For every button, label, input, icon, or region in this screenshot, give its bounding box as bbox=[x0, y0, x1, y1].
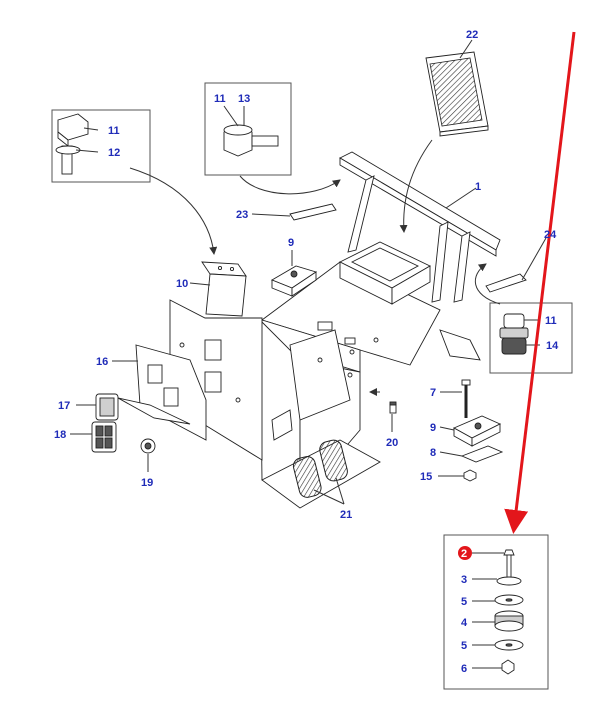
leader-lines bbox=[70, 39, 547, 669]
callout-9-top: 9 bbox=[288, 237, 294, 249]
callout-11-a: 11 bbox=[108, 125, 120, 137]
callout-numbers: 1 2 3 5 4 5 6 7 8 9 9 10 11 11 11 12 13 … bbox=[54, 29, 559, 675]
callout-19: 19 bbox=[141, 477, 153, 489]
insert-arrow bbox=[399, 139, 433, 233]
connector-arrow-24 bbox=[474, 263, 501, 305]
callout-22: 22 bbox=[466, 29, 478, 41]
rear-mount-group bbox=[452, 379, 504, 482]
callout-1: 1 bbox=[475, 181, 481, 193]
pin-20-part bbox=[389, 401, 397, 414]
callout-2: 2 bbox=[461, 548, 467, 560]
callout-10: 10 bbox=[176, 278, 188, 290]
callout-5a: 5 bbox=[461, 596, 467, 608]
connector-arrow-23 bbox=[239, 175, 341, 195]
mount-9-top-part bbox=[270, 265, 318, 297]
bracket-10-part bbox=[201, 261, 247, 317]
callout-12: 12 bbox=[108, 147, 120, 159]
strip-24-part bbox=[485, 273, 527, 293]
callout-11-b: 11 bbox=[214, 93, 226, 105]
inset-plug-11-14 bbox=[489, 302, 573, 374]
callout-18: 18 bbox=[54, 429, 66, 441]
callout-4: 4 bbox=[461, 617, 468, 629]
cab-frame-part bbox=[259, 151, 501, 509]
callout-21: 21 bbox=[340, 509, 352, 521]
highlight-arrow bbox=[504, 31, 576, 534]
inset-mount-kit bbox=[443, 534, 549, 690]
callout-7: 7 bbox=[430, 387, 436, 399]
mat-22-part bbox=[425, 51, 489, 137]
strip-23-part bbox=[289, 203, 337, 221]
callout-17: 17 bbox=[58, 400, 70, 412]
callout-6: 6 bbox=[461, 663, 467, 675]
callout-23: 23 bbox=[236, 209, 248, 221]
side-panel-part bbox=[117, 299, 263, 461]
callout-5b: 5 bbox=[461, 640, 467, 652]
highlight-badge bbox=[458, 546, 472, 560]
inset-bolt-11-12 bbox=[51, 109, 151, 183]
connector-arrow-10 bbox=[129, 167, 218, 255]
callout-11-c: 11 bbox=[545, 315, 557, 327]
callout-13: 13 bbox=[238, 93, 250, 105]
callout-9-right: 9 bbox=[430, 422, 436, 434]
nut-19-part bbox=[140, 438, 156, 454]
inset-bolt-11-13 bbox=[204, 82, 292, 176]
grommet-18-part bbox=[91, 421, 117, 453]
callout-14: 14 bbox=[546, 340, 559, 352]
callout-24: 24 bbox=[544, 229, 557, 241]
callout-8: 8 bbox=[430, 447, 436, 459]
callout-3: 3 bbox=[461, 574, 467, 586]
callout-15: 15 bbox=[420, 471, 432, 483]
grommet-17-part bbox=[95, 393, 119, 421]
callout-16: 16 bbox=[96, 356, 108, 368]
callout-20: 20 bbox=[386, 437, 398, 449]
